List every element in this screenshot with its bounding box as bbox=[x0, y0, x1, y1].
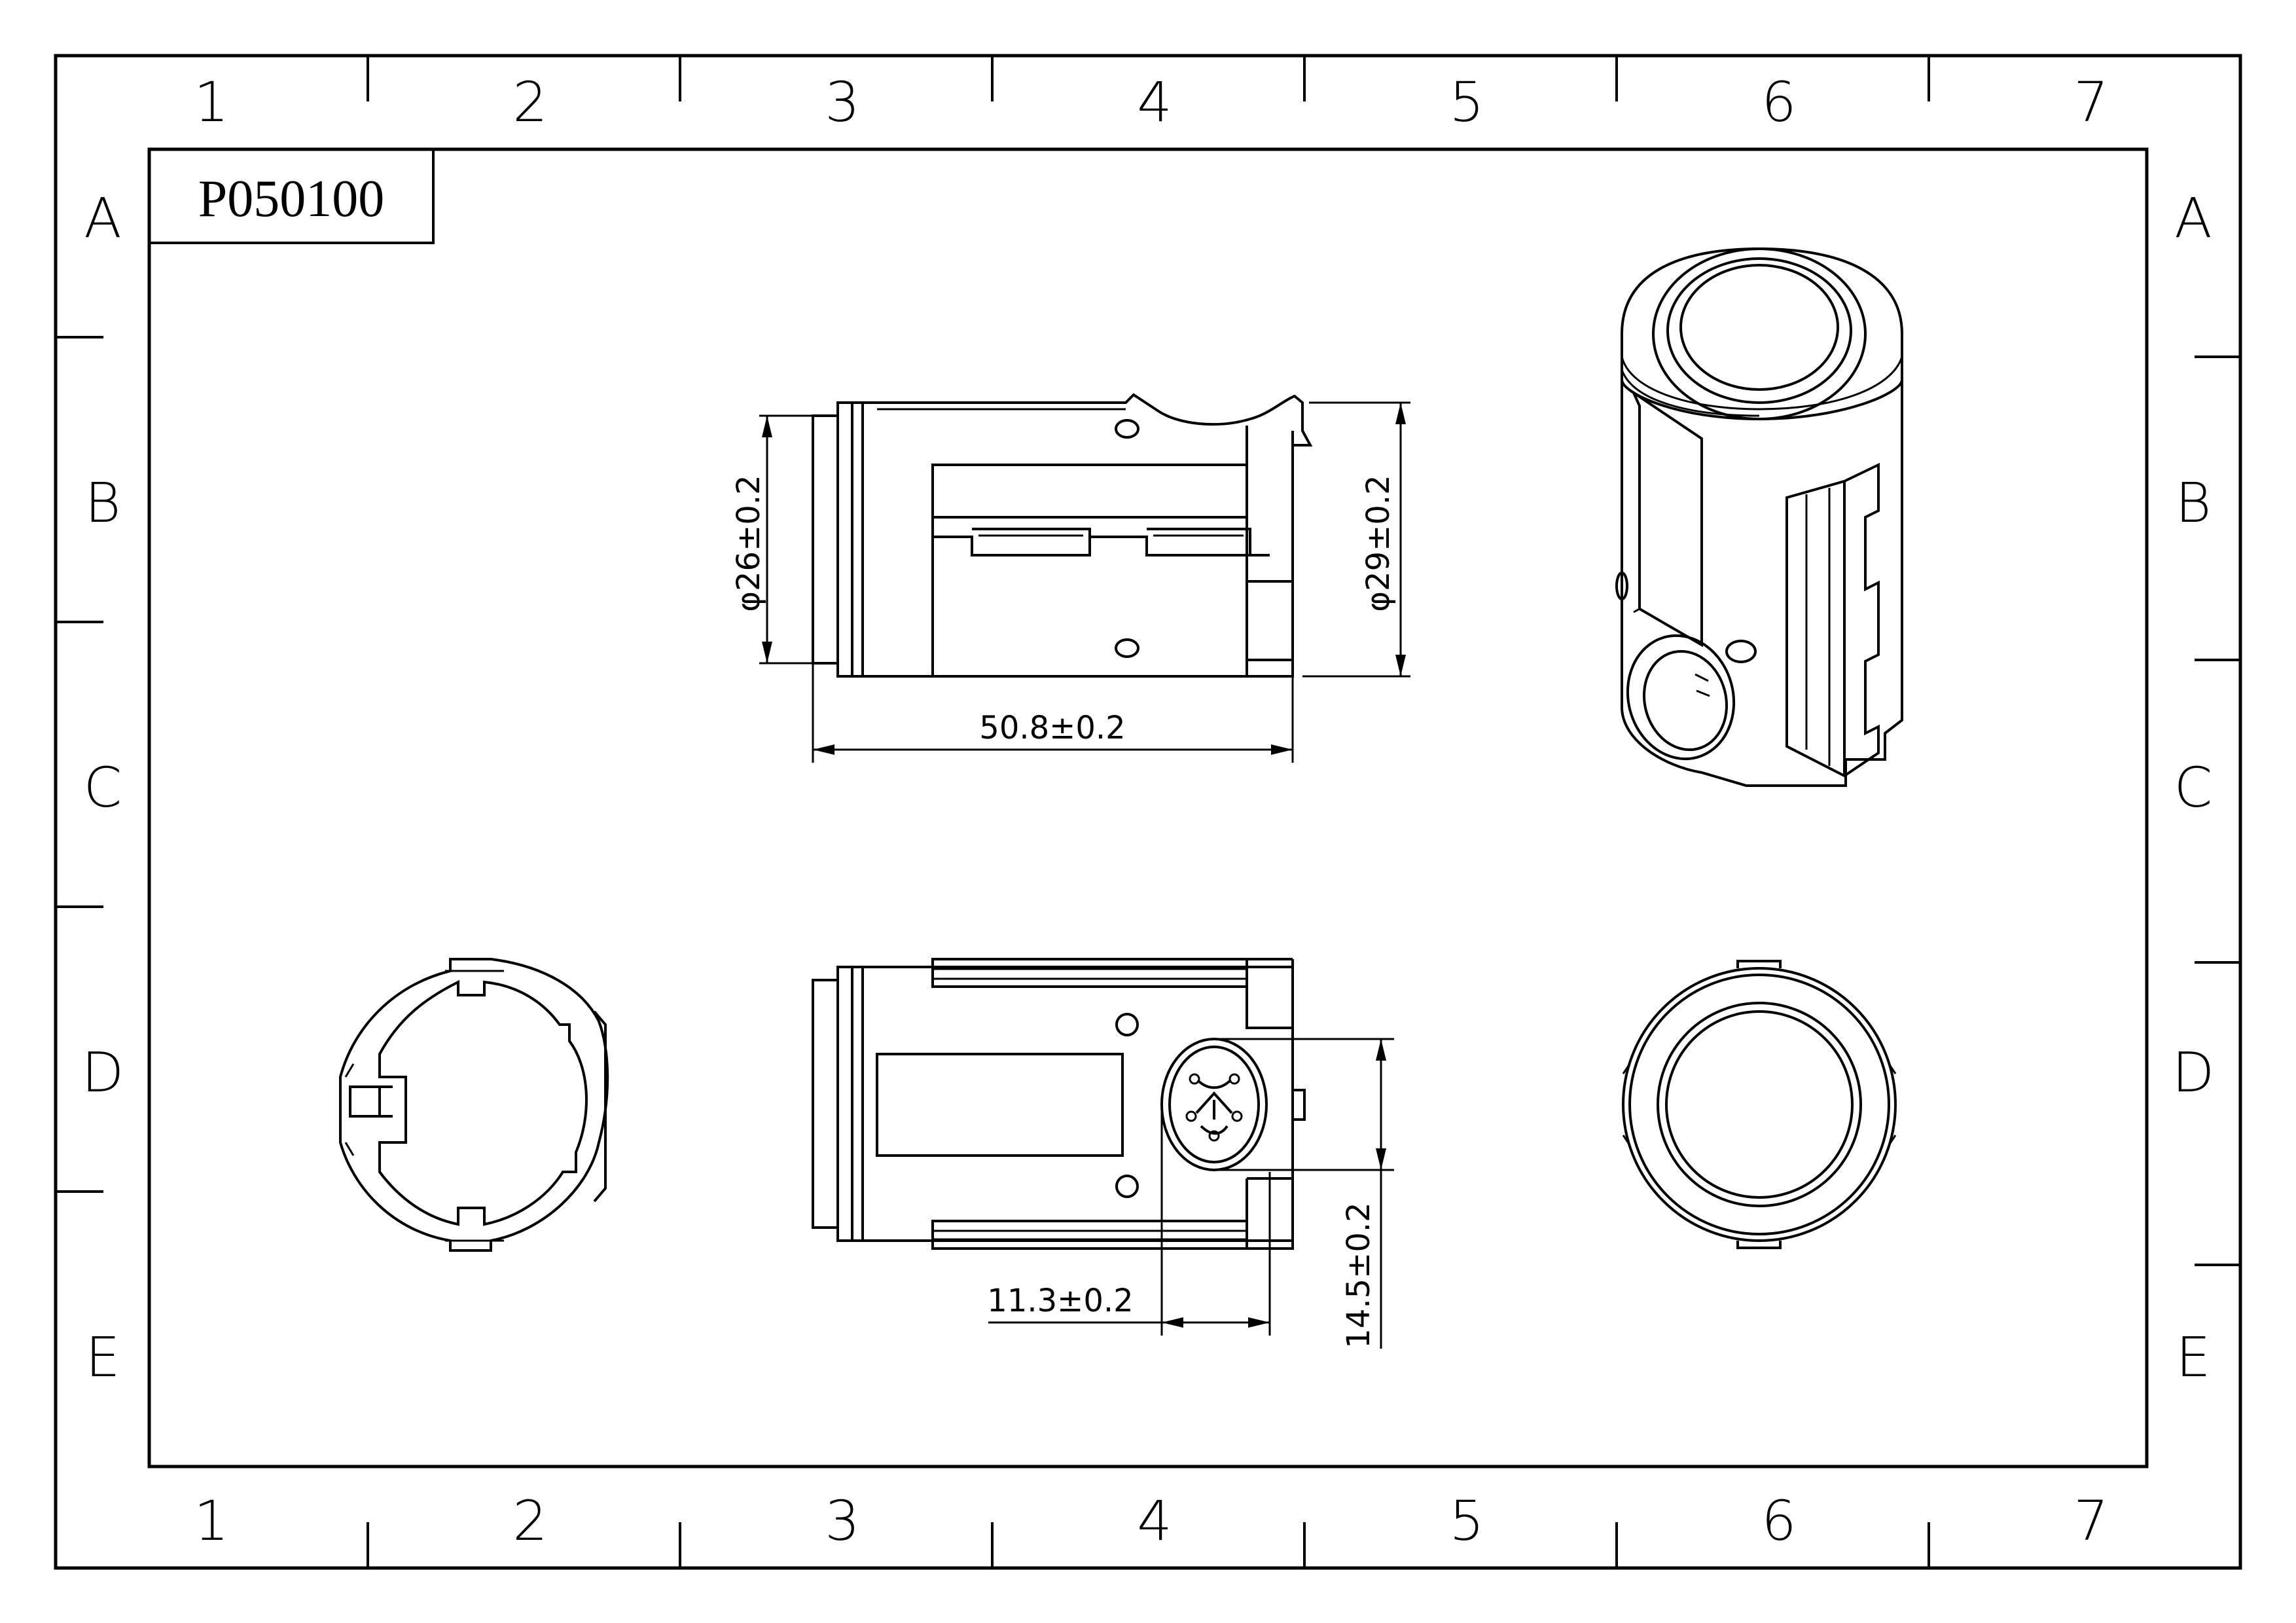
col-label-7-top: 7 bbox=[2073, 70, 2108, 134]
col-label-7-bottom: 7 bbox=[2073, 1489, 2108, 1553]
col-label-1-top: 1 bbox=[194, 70, 228, 134]
dim-logo-offset: 11.3±0.2 bbox=[987, 1104, 1271, 1336]
dim-outer-diameter: φ29±0.2 bbox=[1302, 401, 1410, 678]
dim-logo-height: 14.5±0.2 bbox=[1214, 1038, 1394, 1349]
col-label-6-top: 6 bbox=[1761, 70, 1796, 134]
isometric-view bbox=[1615, 247, 1903, 787]
row-label-c-right: C bbox=[2174, 756, 2213, 820]
col-label-3-bottom: 3 bbox=[825, 1489, 859, 1553]
col-label-2-top: 2 bbox=[512, 70, 547, 134]
col-label-4-bottom: 4 bbox=[1137, 1489, 1172, 1553]
front-view bbox=[1622, 960, 1897, 1249]
col-label-2-bottom: 2 bbox=[512, 1489, 547, 1553]
inner-diameter-label: φ26±0.2 bbox=[730, 475, 767, 611]
col-label-6-bottom: 6 bbox=[1761, 1489, 1796, 1553]
logo-offset-label: 11.3±0.2 bbox=[987, 1283, 1133, 1319]
col-label-3-top: 3 bbox=[825, 70, 859, 134]
dim-inner-diameter: φ26±0.2 bbox=[730, 414, 813, 665]
length-label: 50.8±0.2 bbox=[979, 710, 1125, 746]
dim-length: 50.8±0.2 bbox=[812, 663, 1294, 763]
row-label-b-left: B bbox=[84, 471, 120, 535]
rear-view bbox=[339, 958, 609, 1252]
side-view bbox=[812, 393, 1313, 678]
col-label-5-top: 5 bbox=[1449, 70, 1484, 134]
row-label-d-right: D bbox=[2172, 1040, 2215, 1104]
logo-height-label: 14.5±0.2 bbox=[1340, 1202, 1377, 1348]
row-label-e-right: E bbox=[2176, 1325, 2210, 1389]
part-number: P050100 bbox=[198, 170, 385, 228]
part-number-box: P050100 bbox=[148, 148, 435, 244]
col-label-4-top: 4 bbox=[1137, 70, 1172, 134]
row-label-a-right: A bbox=[2174, 186, 2212, 250]
drawing-frame bbox=[54, 54, 2242, 1570]
col-label-1-bottom: 1 bbox=[194, 1489, 228, 1553]
top-view bbox=[812, 958, 1306, 1250]
zone-labels: 1 2 3 4 5 6 7 1 2 3 4 5 6 7 A B C D E A … bbox=[82, 70, 2215, 1553]
row-label-a-left: A bbox=[84, 186, 121, 250]
row-label-e-left: E bbox=[85, 1325, 120, 1389]
col-label-5-bottom: 5 bbox=[1449, 1489, 1484, 1553]
outer-diameter-label: φ29±0.2 bbox=[1360, 475, 1397, 611]
row-label-c-left: C bbox=[84, 756, 122, 820]
row-label-d-left: D bbox=[82, 1040, 124, 1104]
row-label-b-right: B bbox=[2175, 471, 2211, 535]
